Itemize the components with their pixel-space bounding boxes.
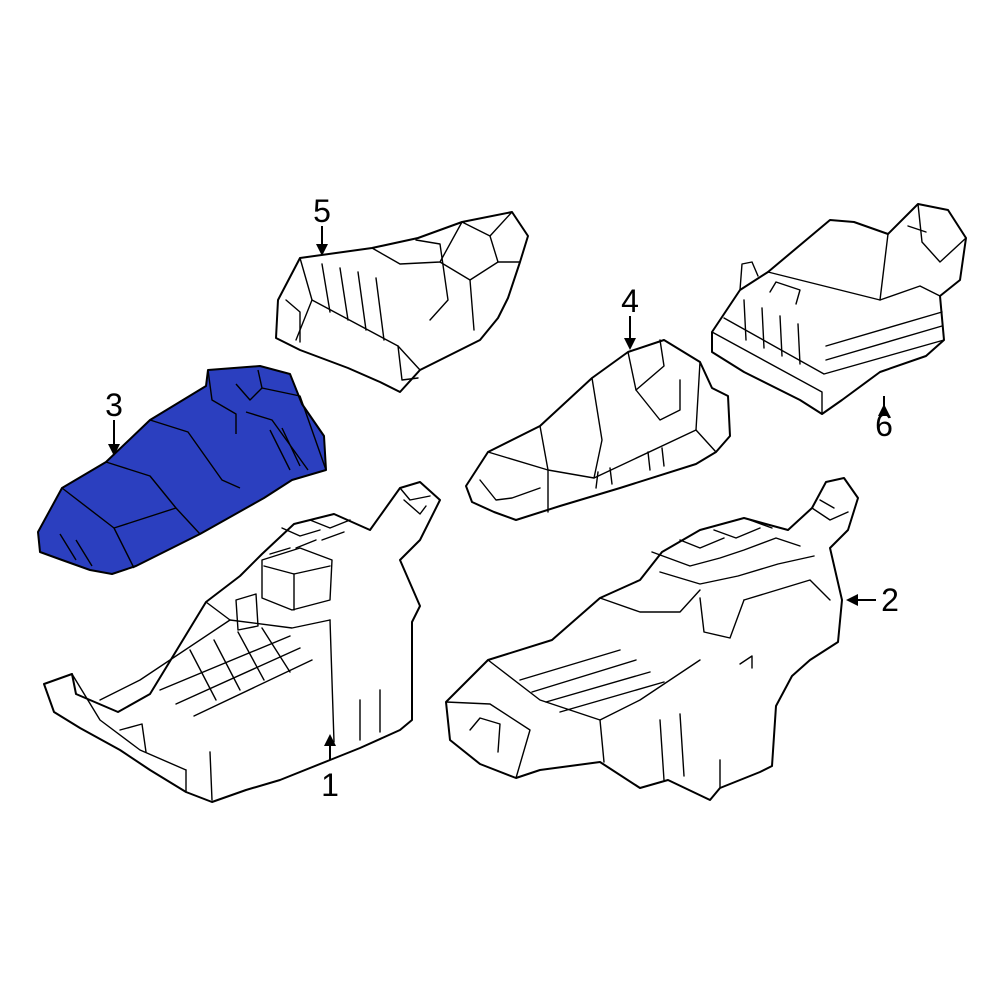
callout-label-2: 2 (881, 582, 899, 618)
callout-6: 6 (875, 396, 893, 443)
callout-5: 5 (313, 193, 331, 256)
part-2-fuse-box[interactable] (445, 477, 859, 801)
callout-label-4: 4 (621, 283, 639, 319)
callout-4: 4 (621, 283, 639, 350)
part-5-cover[interactable] (275, 211, 529, 393)
callout-1: 1 (321, 734, 339, 803)
callout-label-5: 5 (313, 193, 331, 229)
part-1-fuse-box[interactable] (43, 481, 441, 803)
part-4-connector[interactable] (465, 339, 731, 521)
part-3-cover-highlighted[interactable] (37, 365, 327, 575)
part-6-cover[interactable] (711, 203, 967, 415)
callout-label-1: 1 (321, 767, 339, 803)
callout-2: 2 (846, 582, 899, 618)
callout-label-6: 6 (875, 407, 893, 443)
callout-label-3: 3 (105, 387, 123, 423)
callout-3: 3 (105, 387, 123, 456)
